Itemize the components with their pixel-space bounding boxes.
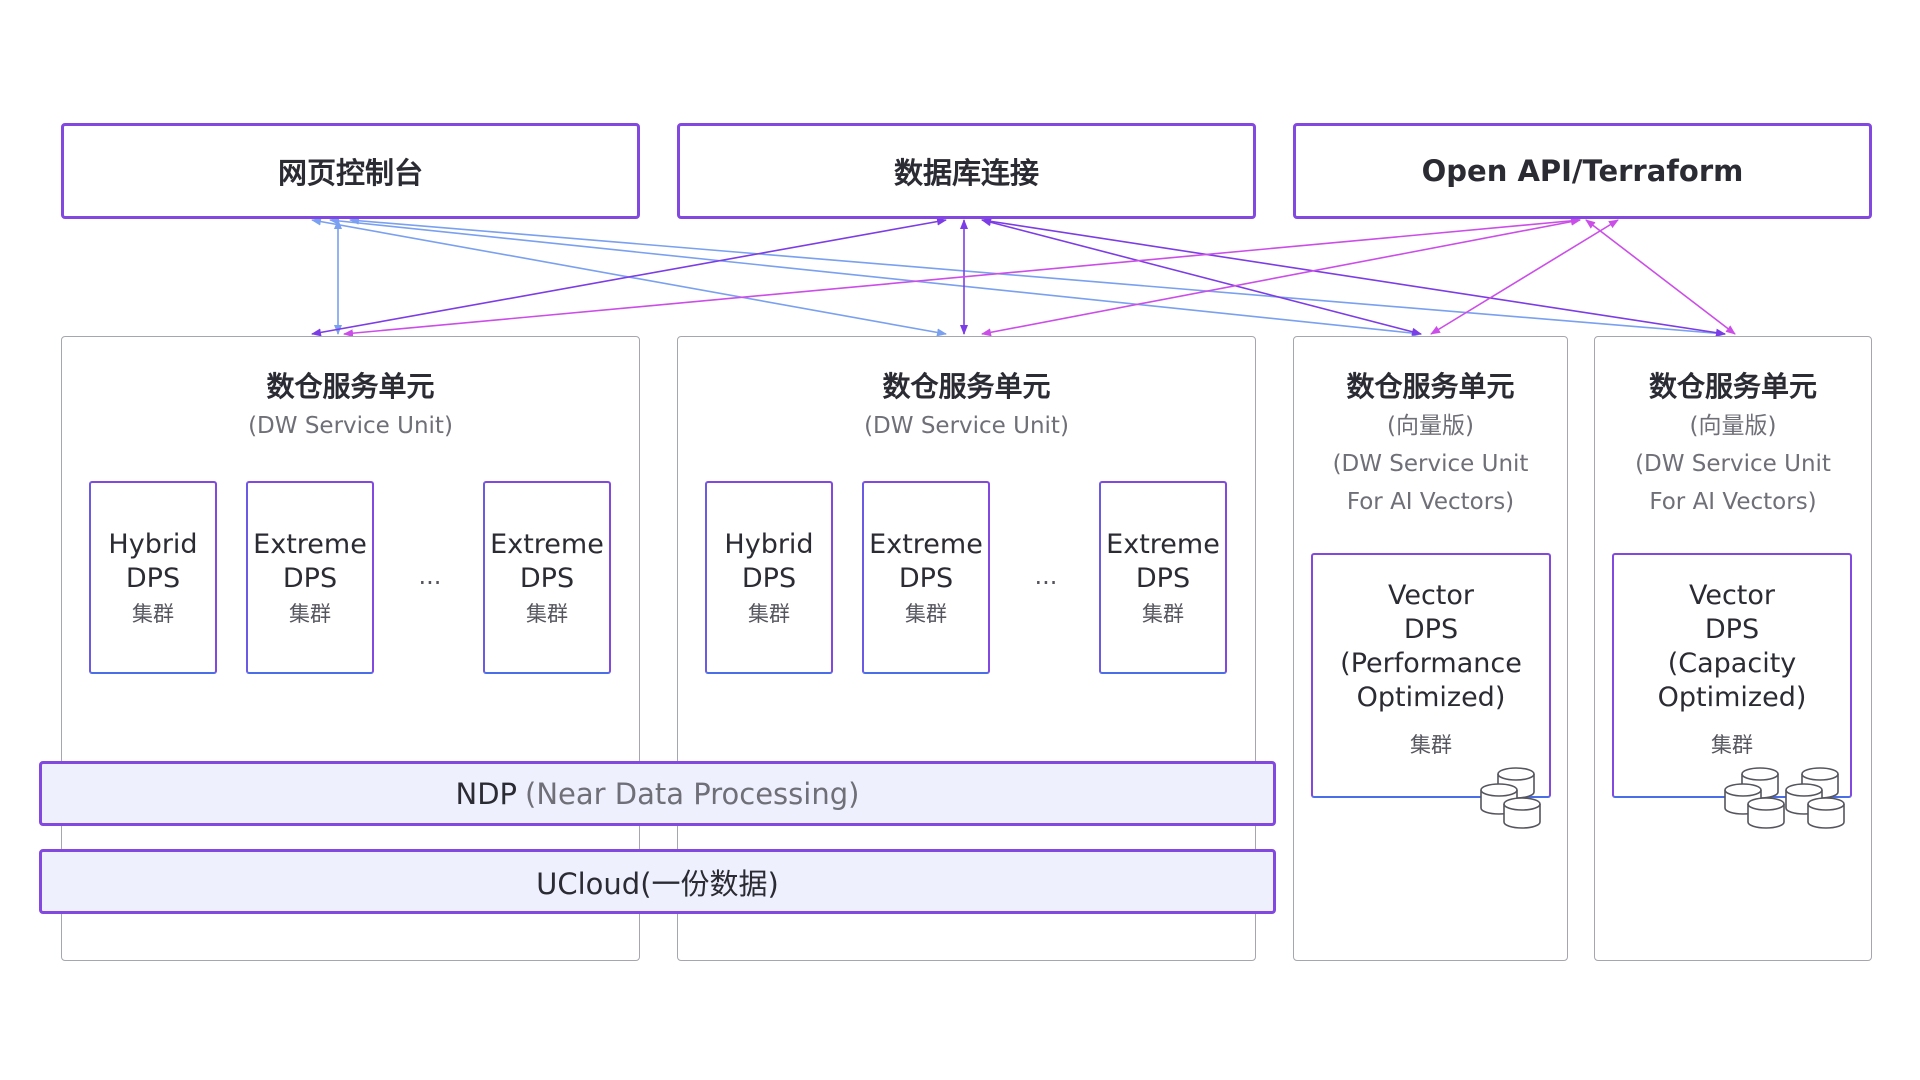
arrow-api-unit1	[343, 216, 1581, 338]
ucloud-label: UCloud(一份数据)	[536, 866, 779, 901]
unit-subtitle-line2: For AI Vectors)	[1649, 489, 1817, 515]
arrow-console-vector2	[349, 216, 1726, 338]
vector-dps-performance-cluster: Vector DPS (Performance Optimized) 集群	[1311, 553, 1551, 798]
more-clusters-ellipsis: ...	[418, 562, 442, 590]
arrow-api-unit2	[981, 217, 1581, 337]
unit-subtitle-line1: (DW Service Unit	[1635, 451, 1831, 477]
cluster-tag: 集群	[905, 601, 947, 626]
cluster-tag: 集群	[526, 601, 568, 626]
hybrid-dps-cluster: Hybrid DPS 集群	[89, 481, 217, 674]
extreme-dps-cluster: Extreme DPS 集群	[246, 481, 374, 674]
open-api-box: Open API/Terraform	[1293, 123, 1872, 219]
cluster-tag: 集群	[1410, 733, 1452, 757]
unit-subtitle: (DW Service Unit)	[248, 413, 453, 439]
db-connection-box: 数据库连接	[677, 123, 1256, 219]
unit-subtitle-line1: (DW Service Unit	[1332, 451, 1529, 477]
unit-subtitle: (DW Service Unit)	[864, 413, 1069, 439]
cluster-name: Extreme DPS	[490, 528, 604, 594]
unit-title: 数仓服务单元	[266, 370, 435, 403]
cluster-tag: 集群	[289, 601, 331, 626]
extreme-dps-cluster: Extreme DPS 集群	[1099, 481, 1227, 674]
cluster-name: Extreme DPS	[869, 528, 983, 594]
web-console-label: 网页控制台	[277, 156, 423, 190]
web-console-box: 网页控制台	[61, 123, 640, 219]
cluster-name: Vector DPS (Capacity Optimized)	[1657, 580, 1807, 713]
ndp-label: NDP	[455, 776, 518, 811]
unit-title: 数仓服务单元	[1346, 370, 1515, 403]
cluster-name: Extreme DPS	[253, 528, 367, 594]
cluster-name: Hybrid DPS	[724, 528, 814, 594]
vector-dps-capacity-cluster: Vector DPS (Capacity Optimized) 集群	[1612, 553, 1852, 798]
extreme-dps-cluster: Extreme DPS 集群	[483, 481, 611, 674]
extreme-dps-cluster: Extreme DPS 集群	[862, 481, 990, 674]
unit-edition: (向量版)	[1689, 413, 1777, 439]
ndp-bar: NDP (Near Data Processing)	[39, 761, 1276, 826]
arrow-api-vector2	[1585, 219, 1736, 335]
cluster-tag: 集群	[1711, 733, 1753, 757]
arrow-console-vector1	[329, 216, 1422, 338]
open-api-label: Open API/Terraform	[1421, 154, 1744, 188]
ndp-detail: (Near Data Processing)	[525, 776, 860, 811]
unit-title: 数仓服务单元	[1648, 370, 1817, 403]
database-stack-icon	[1480, 767, 1541, 829]
db-connection-label: 数据库连接	[893, 156, 1039, 190]
unit-title: 数仓服务单元	[882, 370, 1051, 403]
cluster-tag: 集群	[748, 601, 790, 626]
cluster-tag: 集群	[1142, 601, 1184, 626]
cluster-name: Hybrid DPS	[108, 528, 198, 594]
more-clusters-ellipsis: ...	[1034, 562, 1058, 590]
cluster-name: Vector DPS (Performance Optimized)	[1340, 580, 1522, 713]
hybrid-dps-cluster: Hybrid DPS 集群	[705, 481, 833, 674]
cluster-name: Extreme DPS	[1106, 528, 1220, 594]
database-stack-icon	[1724, 767, 1845, 829]
unit-edition: (向量版)	[1387, 413, 1474, 439]
cluster-tag: 集群	[132, 601, 174, 626]
ucloud-bar: UCloud(一份数据)	[39, 849, 1276, 914]
unit-subtitle-line2: For AI Vectors)	[1346, 489, 1515, 515]
